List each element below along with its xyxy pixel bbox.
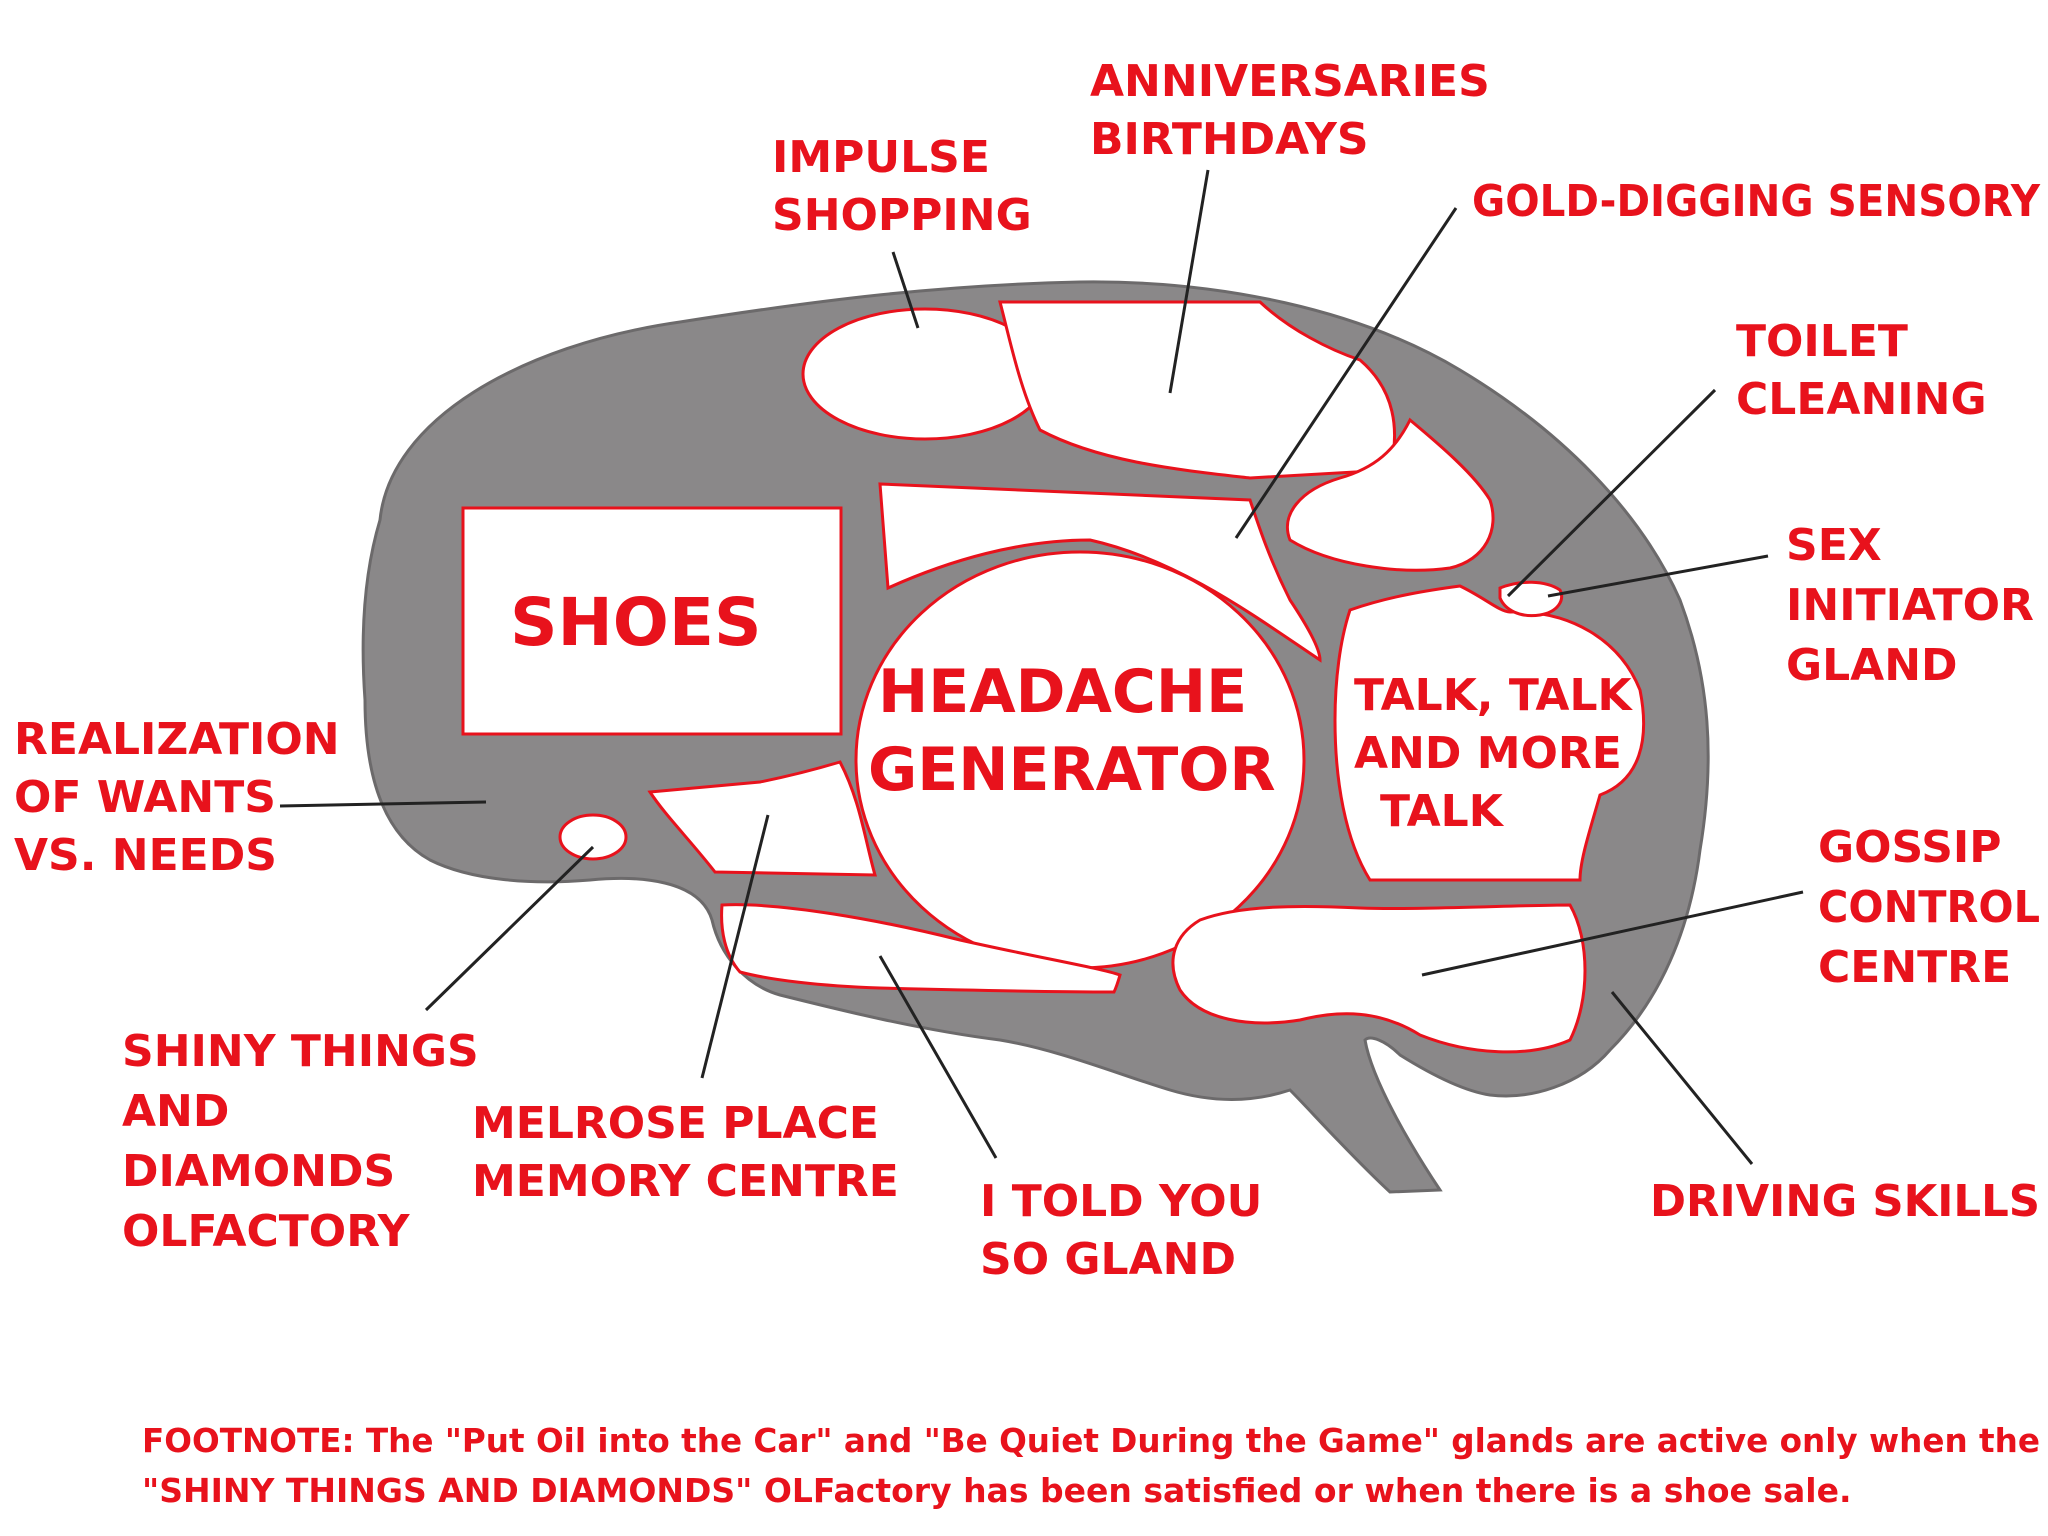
leader-anniversaries — [1168, 169, 1210, 394]
leader-impulse — [891, 251, 920, 329]
label-told-line2: SO GLAND — [980, 1234, 1236, 1285]
label-shiny-line4: OLFACTORY — [122, 1206, 411, 1257]
footnote-line1: FOOTNOTE: The "Put Oil into the Car" and… — [142, 1421, 2040, 1460]
region-gossip-control — [1171, 903, 1587, 1054]
label-shiny-line1: SHINY THINGS — [122, 1026, 479, 1077]
leader-toilet — [1506, 388, 1717, 598]
region-gold-digging-sensory — [1285, 417, 1495, 572]
label-anniversaries-line2: BIRTHDAYS — [1090, 114, 1369, 165]
label-anniversaries-line1: ANNIVERSARIES — [1090, 56, 1490, 107]
label-sex-line1: SEX — [1786, 520, 1882, 571]
region-upper-band — [878, 482, 1322, 663]
region-talk — [1333, 584, 1646, 882]
label-gold-digging: GOLD-DIGGING SENSORY — [1472, 176, 2041, 227]
label-gossip-line3: CENTRE — [1818, 942, 2011, 993]
region-anniversaries-birthdays — [998, 300, 1396, 480]
label-shiny-line2: AND — [122, 1086, 229, 1137]
label-sex-line3: GLAND — [1786, 640, 1958, 691]
talk-label-line1: TALK, TALK — [1354, 670, 1634, 721]
shoes-label: SHOES — [510, 584, 762, 661]
leader-told — [878, 955, 998, 1159]
footnote-line2: "SHINY THINGS AND DIAMONDS" OLFactory ha… — [142, 1471, 1852, 1510]
leader-gossip — [1421, 890, 1804, 977]
leader-gold — [1234, 207, 1458, 539]
leader-realization — [279, 800, 487, 808]
label-driving: DRIVING SKILLS — [1650, 1176, 2040, 1227]
leader-shiny — [424, 845, 595, 1012]
leader-melrose — [700, 814, 770, 1079]
leader-driving — [1610, 991, 1754, 1165]
label-shiny-line3: DIAMONDS — [122, 1146, 395, 1197]
region-shiny-things — [558, 813, 628, 861]
label-gossip-line1: GOSSIP — [1818, 822, 2002, 873]
label-toilet-line2: CLEANING — [1736, 374, 1987, 425]
headache-label-line1: HEADACHE — [878, 657, 1247, 727]
label-toilet-line1: TOILET — [1736, 316, 1908, 367]
talk-label-line2: AND MORE — [1354, 728, 1622, 779]
label-impulse-line2: SHOPPING — [772, 190, 1032, 241]
region-i-told-you — [720, 903, 1122, 994]
label-realization-line3: VS. NEEDS — [14, 830, 277, 881]
label-melrose-line2: MEMORY CENTRE — [472, 1156, 899, 1207]
label-realization-line1: REALIZATION — [14, 714, 340, 765]
label-gossip-line2: CONTROL — [1818, 882, 2040, 933]
label-realization-line2: OF WANTS — [14, 772, 276, 823]
region-sex-initiator — [1498, 580, 1564, 618]
headache-label-line2: GENERATOR — [868, 735, 1276, 805]
region-melrose-memory — [647, 760, 877, 877]
label-impulse-line1: IMPULSE — [772, 132, 990, 183]
label-melrose-line1: MELROSE PLACE — [472, 1098, 879, 1149]
leader-sex — [1547, 554, 1769, 598]
talk-label-line3: TALK — [1380, 786, 1505, 837]
label-told-line1: I TOLD YOU — [980, 1176, 1262, 1227]
region-shoes — [461, 506, 843, 736]
label-sex-line2: INITIATOR — [1786, 580, 2034, 631]
